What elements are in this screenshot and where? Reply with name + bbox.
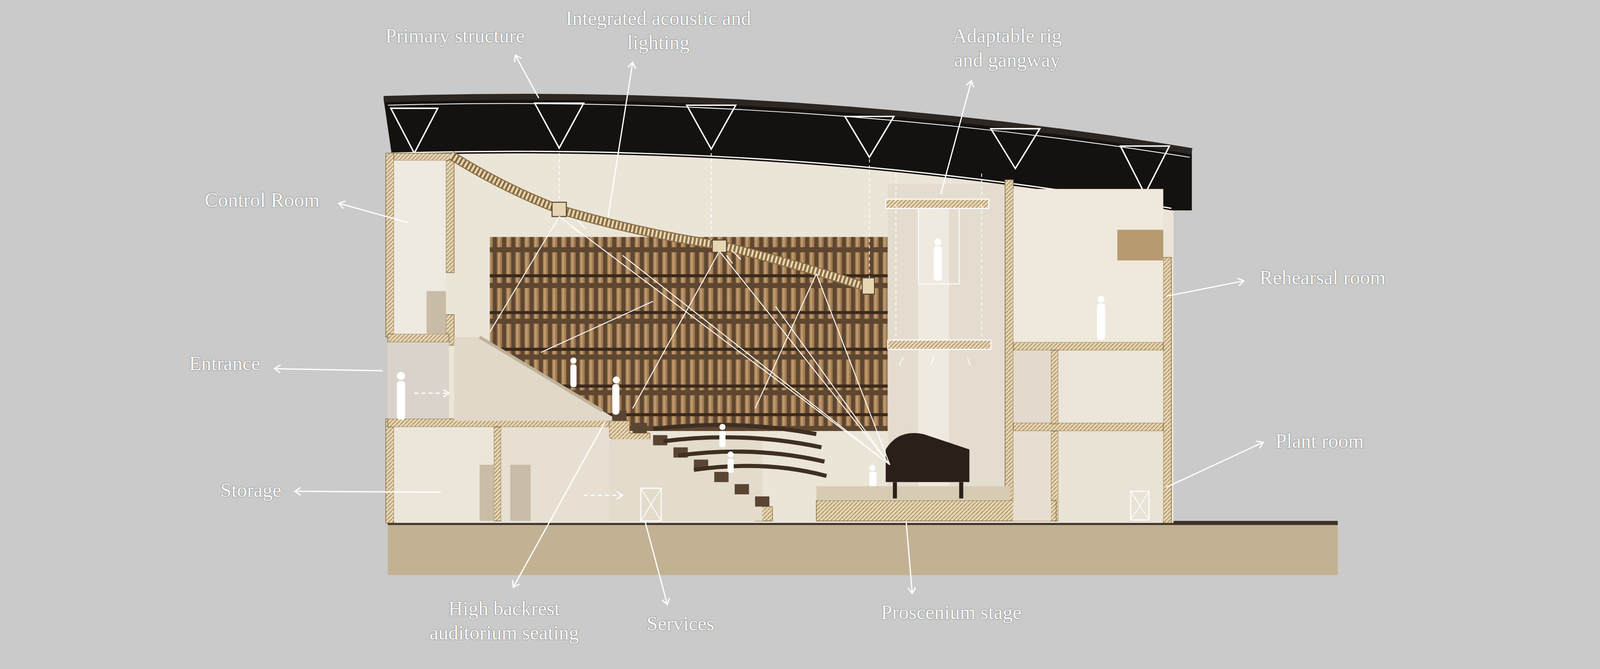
callout-label: Plant room (1275, 428, 1364, 453)
stage (816, 432, 1010, 501)
right-rooms (1013, 188, 1164, 521)
figures (397, 238, 1106, 486)
callout-label: Control Room (204, 187, 320, 213)
callout-label: Rehearsal room (1259, 265, 1386, 290)
callout-label: Adaptable rig and gangway (938, 23, 1076, 72)
callout-label: Services (646, 611, 715, 636)
callout-label: Integrated acoustic and lighting (560, 6, 757, 55)
callout-label: Proscenium stage (880, 600, 1022, 625)
seating (612, 410, 827, 507)
storage (393, 392, 763, 521)
callout-label: Entrance (189, 351, 261, 376)
callout-label: Primary structure (385, 23, 525, 48)
callout-label: High backrest auditorium seating (412, 596, 596, 645)
control-room (387, 160, 613, 421)
truss (390, 102, 1170, 194)
rig (885, 173, 991, 366)
cut-walls (385, 153, 1172, 523)
acoustic-ceiling (450, 153, 875, 295)
leader-lines (274, 55, 1264, 605)
base-board (387, 520, 1338, 575)
callout-label: Storage (220, 477, 282, 503)
sound-rays (490, 216, 890, 465)
interior (387, 153, 1174, 523)
